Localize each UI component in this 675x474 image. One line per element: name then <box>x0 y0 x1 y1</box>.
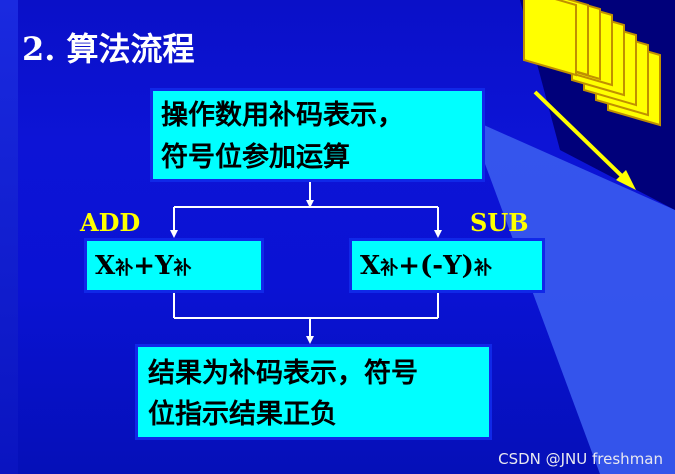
add-complement-mark-2: 补 <box>173 258 192 279</box>
node-operands-line2: 符号位参加运算 <box>161 142 350 173</box>
node-result: 结果为补码表示，符号 位指示结果正负 <box>135 344 492 440</box>
watermark: CSDN @JNU freshman <box>498 450 663 468</box>
add-plus-y: +Y <box>133 251 174 281</box>
sub-x: X <box>360 251 381 281</box>
light-blue-wedge <box>468 118 675 474</box>
left-strip <box>0 0 18 474</box>
stacked-pages-icon <box>523 0 661 127</box>
node-result-line1: 结果为补码表示，符号 <box>148 358 418 389</box>
branch-label-add: ADD <box>80 208 141 237</box>
add-complement-mark-1: 补 <box>115 258 134 279</box>
node-sub: X补+(-Y)补 <box>349 238 545 293</box>
arrowhead-bottom <box>306 336 314 344</box>
arrowhead-add <box>170 230 178 238</box>
node-operands-line1: 操作数用补码表示， <box>161 100 404 131</box>
sub-plus-neg-y: +(-Y) <box>398 251 474 281</box>
node-add: X补+Y补 <box>84 238 264 293</box>
node-operands: 操作数用补码表示， 符号位参加运算 <box>150 88 485 182</box>
arrowhead-split <box>306 200 314 208</box>
sub-complement-mark-2: 补 <box>473 258 492 279</box>
add-x: X <box>95 251 116 281</box>
node-result-line2: 位指示结果正负 <box>148 399 337 430</box>
diagonal-arrow-icon <box>533 90 636 190</box>
arrowhead-sub <box>434 230 442 238</box>
sub-complement-mark-1: 补 <box>380 258 399 279</box>
branch-label-sub: SUB <box>470 208 529 237</box>
page-title: 2. 算法流程 <box>22 30 195 68</box>
